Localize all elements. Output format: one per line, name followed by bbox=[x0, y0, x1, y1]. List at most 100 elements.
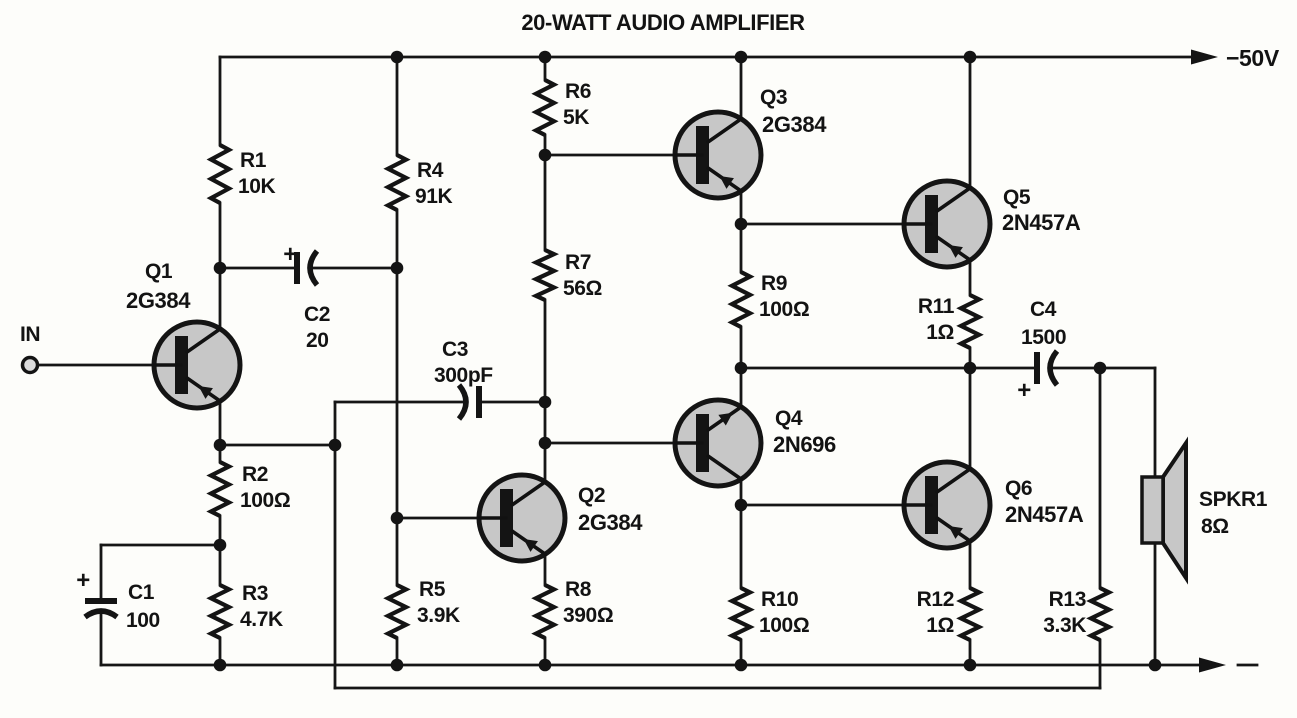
part-number-q6: 2N457A bbox=[1005, 502, 1084, 527]
polarity-plus-c2: + bbox=[283, 241, 297, 268]
cap-plate-curved bbox=[83, 608, 119, 620]
speaker-driver-icon bbox=[1140, 475, 1165, 545]
resistor-zigzag bbox=[206, 460, 234, 518]
junction-dot bbox=[538, 658, 552, 672]
resistor-r10: R10 100Ω bbox=[727, 586, 810, 642]
resistor-zigzag bbox=[531, 583, 559, 640]
label-r10: R10 bbox=[761, 588, 798, 611]
capacitor-c2: + C2 20 bbox=[283, 241, 330, 352]
junction-dot bbox=[390, 261, 404, 275]
emitter-arrow bbox=[948, 245, 963, 258]
junction-dot bbox=[538, 436, 552, 450]
value-r13: 3.3K bbox=[1043, 614, 1086, 637]
resistor-zigzag bbox=[531, 78, 559, 137]
junction-dot bbox=[734, 50, 748, 64]
junction-dot bbox=[538, 395, 552, 409]
junction-dot bbox=[963, 361, 977, 375]
speaker-horn-icon bbox=[1161, 436, 1188, 585]
emitter-arrow bbox=[523, 539, 538, 552]
junction-dot bbox=[213, 438, 227, 452]
junction-dot bbox=[963, 50, 977, 64]
resistor-r2: R2 100Ω bbox=[206, 460, 291, 518]
junction-dot bbox=[538, 148, 552, 162]
junction-dot bbox=[734, 361, 748, 375]
value-c3: 300pF bbox=[434, 364, 493, 387]
cap-plate-curved bbox=[456, 383, 469, 421]
label-r12: R12 bbox=[917, 588, 954, 611]
junction-dot bbox=[734, 658, 748, 672]
value-c4: 1500 bbox=[1021, 326, 1066, 349]
value-r5: 3.9K bbox=[417, 604, 460, 627]
collector-lead bbox=[510, 480, 547, 507]
junction-dot bbox=[213, 658, 227, 672]
label-q6: Q6 bbox=[1005, 477, 1032, 500]
label-q3: Q3 bbox=[760, 86, 787, 109]
junction-dot bbox=[390, 50, 404, 64]
value-r11: 1Ω bbox=[926, 321, 954, 344]
part-number-q2: 2G384 bbox=[578, 510, 643, 535]
resistor-zigzag bbox=[956, 586, 984, 642]
resistor-r5: R53.9K bbox=[383, 578, 460, 640]
label-r4: R4 bbox=[417, 159, 444, 182]
resistor-zigzag bbox=[956, 293, 984, 350]
value-r10: 100Ω bbox=[759, 614, 809, 637]
label-c2: C2 bbox=[304, 303, 330, 326]
ground-arrow-icon bbox=[1199, 657, 1226, 673]
label-r2: R2 bbox=[242, 463, 268, 486]
label-r11: R11 bbox=[918, 295, 955, 318]
junction-dot bbox=[213, 261, 227, 275]
label-r3: R3 bbox=[242, 582, 268, 605]
value-r6: 5K bbox=[563, 106, 589, 129]
value-r3: 4.7K bbox=[240, 608, 283, 631]
polarity-plus-c1: + bbox=[76, 567, 90, 594]
resistor-zigzag bbox=[727, 270, 755, 329]
junction-dot bbox=[213, 538, 227, 552]
label-r9: R9 bbox=[761, 272, 787, 295]
part-number-q1: 2G384 bbox=[126, 288, 191, 313]
collector-lead bbox=[935, 186, 972, 213]
resistor-zigzag bbox=[727, 586, 755, 642]
resistor-zigzag bbox=[383, 583, 411, 640]
value-r2: 100Ω bbox=[240, 489, 290, 512]
capacitor-c1: + C1 100 bbox=[76, 567, 160, 632]
value-r1: 10K bbox=[238, 175, 276, 198]
label-spkr1: SPKR1 bbox=[1199, 488, 1268, 511]
label-c4: C4 bbox=[1030, 298, 1057, 321]
supply-arrow-icon bbox=[1191, 49, 1218, 65]
collector-lead bbox=[935, 467, 972, 494]
emitter-lead bbox=[706, 454, 743, 481]
value-spkr1: 8Ω bbox=[1201, 515, 1229, 538]
label-q2: Q2 bbox=[578, 484, 605, 507]
title: 20-WATT AUDIO AMPLIFIER bbox=[521, 10, 805, 35]
input-label: IN bbox=[20, 323, 40, 346]
junction-dot bbox=[734, 498, 748, 512]
resistor-r3: R3 4.7K bbox=[206, 582, 283, 640]
value-r4: 91K bbox=[415, 185, 453, 208]
transistor-q2: Q2 2G384 bbox=[476, 472, 644, 564]
value-c2: 20 bbox=[306, 329, 329, 352]
speaker-spkr1: SPKR1 8Ω bbox=[1140, 436, 1268, 585]
junction-dot bbox=[390, 658, 404, 672]
collector-lead bbox=[185, 327, 222, 354]
emitter-arrow bbox=[948, 526, 963, 539]
cap-plate-curved bbox=[1047, 349, 1060, 387]
label-r7: R7 bbox=[565, 251, 591, 274]
resistor-zigzag bbox=[1086, 586, 1114, 642]
value-c1: 100 bbox=[126, 609, 160, 632]
resistor-zigzag bbox=[206, 583, 234, 640]
label-c1: C1 bbox=[128, 581, 155, 604]
junction-dot bbox=[390, 511, 404, 525]
